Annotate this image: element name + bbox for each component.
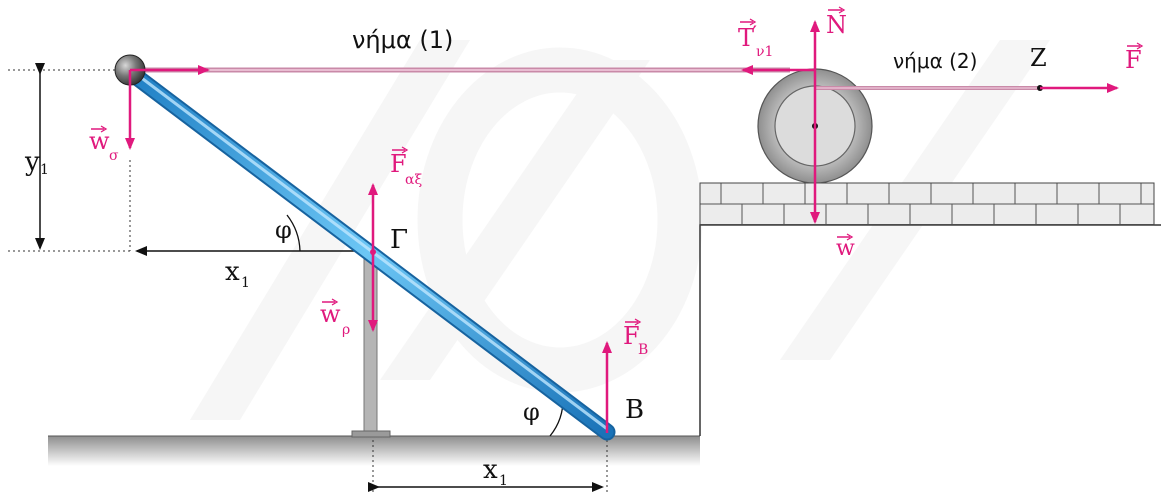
axis-force-label: F αξ xyxy=(390,146,422,188)
force-B-sub: B xyxy=(638,342,648,358)
x1-left-text: x xyxy=(225,257,240,287)
thread-2 xyxy=(815,85,1043,91)
support-post xyxy=(351,251,391,438)
weight-ball-text: w xyxy=(89,127,110,155)
x1-bottom-label: x 1 xyxy=(483,455,508,489)
normal-force-label: N xyxy=(826,6,847,39)
x1-bottom-sub: 1 xyxy=(499,473,508,489)
x1-left-sub: 1 xyxy=(241,275,250,291)
point-Z-label: Z xyxy=(1030,44,1047,72)
tension-prime: ′ xyxy=(752,23,757,48)
weight-ball-label: w σ xyxy=(89,125,119,164)
normal-force-text: N xyxy=(826,11,847,39)
axis-force-text: F xyxy=(390,150,407,178)
force-F-text: F xyxy=(1125,46,1142,74)
step-wall xyxy=(699,224,1161,436)
weight-rod-label: w ρ xyxy=(320,298,350,338)
tension-wheel-text: T xyxy=(738,24,754,52)
force-B-label: F B xyxy=(623,318,648,358)
weight-wheel-label: w xyxy=(836,233,855,261)
y1-label: y 1 xyxy=(24,147,49,178)
thread2-label: νήμα (2) xyxy=(893,49,977,73)
angle-phi-bottom: φ xyxy=(523,398,540,426)
x1-bottom-text: x xyxy=(483,455,498,485)
ground xyxy=(48,436,700,466)
y1-text: y xyxy=(24,147,40,177)
axis-force-sub: αξ xyxy=(405,172,422,188)
weight-rod-text: w xyxy=(320,300,341,328)
guide-lines xyxy=(8,69,608,492)
rod xyxy=(121,63,616,441)
angle-arc-top xyxy=(286,214,301,252)
tension-wheel-sub: ν1 xyxy=(756,44,773,60)
thread1-label: νήμα (1) xyxy=(352,26,453,54)
point-Gamma-label: Γ xyxy=(390,225,408,255)
y1-sub: 1 xyxy=(40,162,49,178)
x1-left-label: x 1 xyxy=(225,257,250,291)
weight-ball-sub: σ xyxy=(109,148,119,164)
force-B-text: F xyxy=(623,322,640,350)
brick-ledge xyxy=(699,182,1155,226)
force-F-label: F xyxy=(1125,42,1144,74)
point-B-label: B xyxy=(625,395,644,425)
angle-phi-top: φ xyxy=(275,216,292,244)
weight-rod-sub: ρ xyxy=(342,322,350,338)
watermark xyxy=(190,40,1050,420)
weight-wheel-text: w xyxy=(836,236,855,261)
tension-wheel-label: T ′ ν1 xyxy=(738,18,773,60)
